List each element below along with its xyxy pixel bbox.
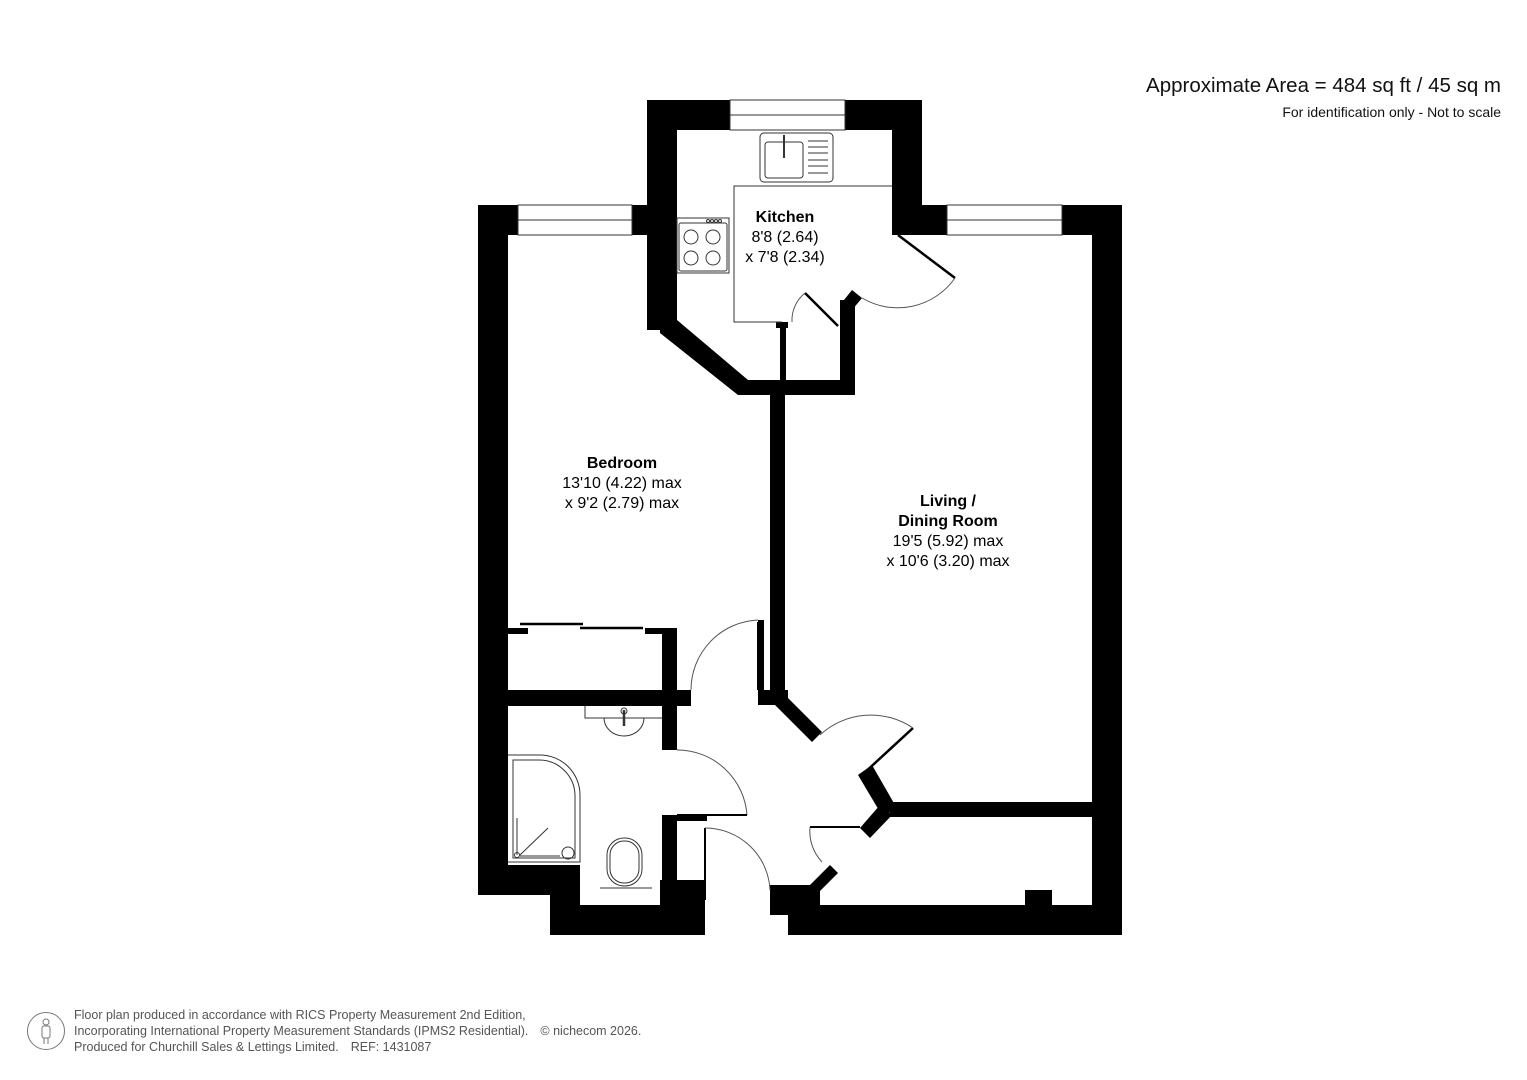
hob-icon [676,217,730,274]
room-dimension: x 7'8 (2.34) [745,249,825,266]
footer-produced-for: Produced for Churchill Sales & Lettings … [74,1040,339,1054]
room-name: Living / [920,493,976,510]
washbasin-icon [584,706,662,737]
room-kitchen: Kitchen 8'8 (2.64) x 7'8 (2.34) [720,208,850,268]
room-dimension: 8'8 (2.64) [751,229,819,246]
room-name: Kitchen [755,209,815,226]
room-dimension: x 9'2 (2.79) max [564,495,680,512]
room-living-dining: Living / Dining Room 19'5 (5.92) max x 1… [858,492,1038,572]
toilet-icon [600,837,652,889]
wardrobe-icon [520,622,643,630]
door-icon [676,234,956,900]
window-icon [517,99,1063,236]
footer-line-1: Floor plan produced in accordance with R… [74,1008,526,1022]
area-title: Approximate Area = 484 sq ft / 45 sq m [1146,74,1501,97]
room-bedroom: Bedroom 13'10 (4.22) max x 9'2 (2.79) ma… [532,454,712,514]
person-icon [27,1012,65,1050]
footer-text: Floor plan produced in accordance with R… [74,1007,641,1055]
footer: Floor plan produced in accordance with R… [26,1007,641,1055]
area-header: Approximate Area = 484 sq ft / 45 sq m F… [1146,72,1501,122]
sink-icon [759,132,834,183]
room-name: Dining Room [898,513,998,530]
area-subtitle: For identification only - Not to scale [1282,104,1501,120]
room-dimension: 13'10 (4.22) max [562,475,682,492]
room-dimension: 19'5 (5.92) max [892,533,1004,550]
footer-line-2: Incorporating International Property Mea… [74,1023,641,1039]
shower-icon [508,754,581,863]
footer-line-3: Produced for Churchill Sales & Lettings … [74,1039,641,1055]
room-name: Bedroom [586,455,658,472]
room-dimension: x 10'6 (3.20) max [886,553,1010,570]
reference-number: REF: 1431087 [350,1040,432,1054]
copyright: © nichecom 2026. [540,1024,642,1038]
walls [478,100,1122,935]
footer-ipms: Incorporating International Property Mea… [74,1024,529,1038]
